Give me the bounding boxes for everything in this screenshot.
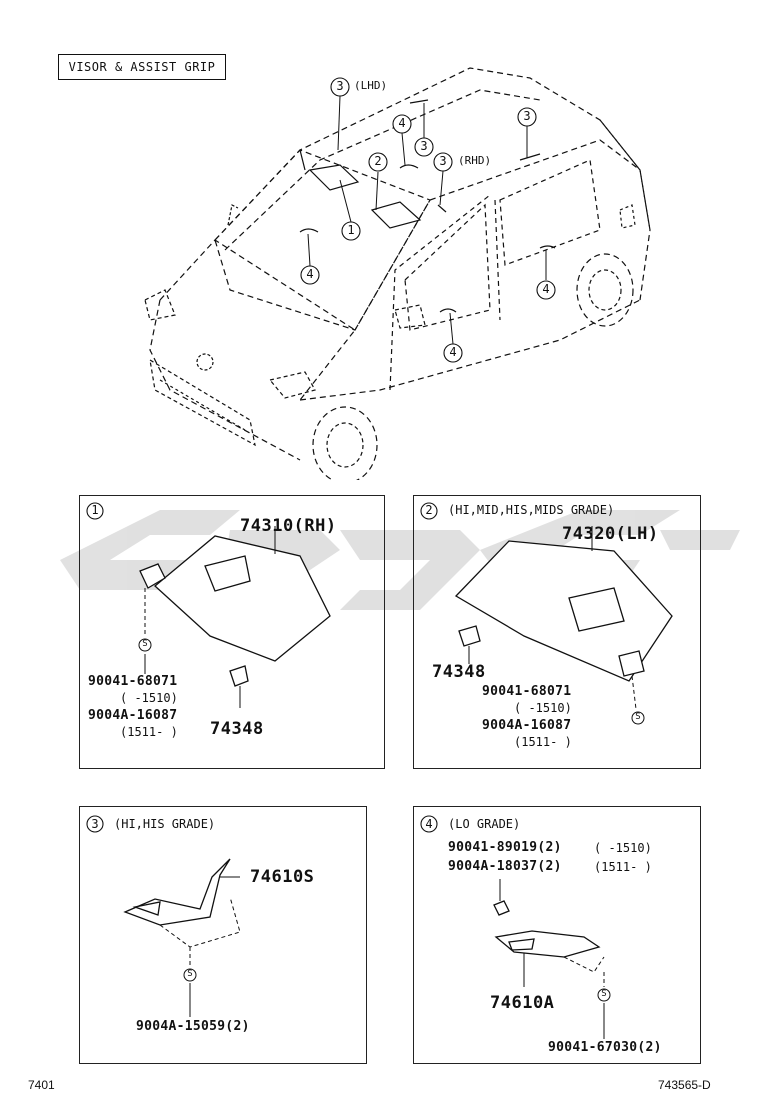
- panel-3-screw-symbol: S: [187, 969, 193, 979]
- footer-figure-code: 743565-D: [658, 1078, 711, 1092]
- panel-4-part-assist-grip: 74610A: [490, 993, 555, 1013]
- callout-3-lhd: 3: [336, 79, 344, 93]
- panel-2-screw-symbol: S: [635, 712, 641, 722]
- panel-4-screw-part: 90041-67030(2): [548, 1040, 662, 1055]
- panel-4-clip-range-2: (1511- ): [594, 860, 652, 874]
- panel-2: 2 (HI,MID,HIS,MIDS GRADE) S 74320(LH) 74…: [413, 495, 701, 769]
- vehicle-illustration: [144, 67, 651, 480]
- panel-4-number: 4: [425, 817, 433, 831]
- callout-3-rear: 3: [523, 109, 531, 123]
- panel-1: 1 S 74310(RH) 90041-68071 ( -1510) 9004A…: [79, 495, 385, 769]
- panel-2-grade: (HI,MID,HIS,MIDS GRADE): [448, 503, 615, 517]
- panel-3-part-assist-grip: 74610S: [250, 867, 315, 887]
- assist-grip-hi-illustration: [86, 815, 241, 1017]
- panel-4: 4 (LO GRADE) S 90041-89019(2) ( -1510) 9…: [413, 806, 701, 1064]
- visor-rh-illustration: [86, 502, 331, 708]
- diagram-title: VISOR & ASSIST GRIP: [58, 54, 226, 80]
- callout-2: 2: [374, 154, 382, 168]
- panel-3-screw-part: 9004A-15059(2): [136, 1019, 250, 1034]
- visor-lh-illustration: [420, 502, 673, 725]
- panel-1-screw-part-2: 9004A-16087: [88, 708, 178, 723]
- callout-4-front-door: 4: [449, 345, 457, 359]
- panel-1-holder-part: 74348: [210, 719, 264, 739]
- callout-3-rhd: 3: [439, 154, 447, 168]
- panel-1-screw-part-1: 90041-68071: [88, 674, 178, 689]
- panel-2-holder-part: 74348: [432, 662, 486, 682]
- callout-lhd-label: (LHD): [354, 79, 388, 92]
- callout-3-roof: 3: [420, 139, 428, 153]
- panel-4-clip-range-1: ( -1510): [594, 841, 652, 855]
- callout-4-rear-door: 4: [542, 282, 550, 296]
- footer-page-code: 7401: [28, 1078, 55, 1092]
- panel-2-screw-range-1: ( -1510): [514, 701, 572, 715]
- panel-2-part-visor-lh: 74320(LH): [562, 524, 659, 544]
- panel-2-screw-part-1: 90041-68071: [482, 684, 572, 699]
- panel-3-number: 3: [91, 817, 99, 831]
- panel-2-number: 2: [425, 503, 433, 517]
- panel-3-grade: (HI,HIS GRADE): [114, 817, 216, 831]
- panel-1-part-visor-rh: 74310(RH): [240, 516, 337, 536]
- callout-4-front: 4: [306, 267, 314, 281]
- panel-2-screw-range-2: (1511- ): [514, 735, 572, 749]
- panel-1-screw-symbol: S: [142, 639, 148, 649]
- assist-grip-lo-illustration: [420, 815, 611, 1039]
- panel-1-number: 1: [91, 503, 99, 517]
- callout-rhd-label: (RHD): [458, 154, 492, 167]
- panel-4-screw-symbol: S: [601, 989, 607, 999]
- panel-1-screw-range-1: ( -1510): [120, 691, 178, 705]
- panel-4-clip-part-1: 90041-89019(2): [448, 840, 562, 855]
- panel-1-screw-range-2: (1511- ): [120, 725, 178, 739]
- callout-1: 1: [347, 223, 355, 237]
- panel-3: 3 (HI,HIS GRADE) S 74610S 9004A-15059(2): [79, 806, 367, 1064]
- panel-2-screw-part-2: 9004A-16087: [482, 718, 572, 733]
- callout-4-roof: 4: [398, 116, 406, 130]
- panel-4-clip-part-2: 9004A-18037(2): [448, 859, 562, 874]
- panel-4-grade: (LO GRADE): [448, 817, 521, 831]
